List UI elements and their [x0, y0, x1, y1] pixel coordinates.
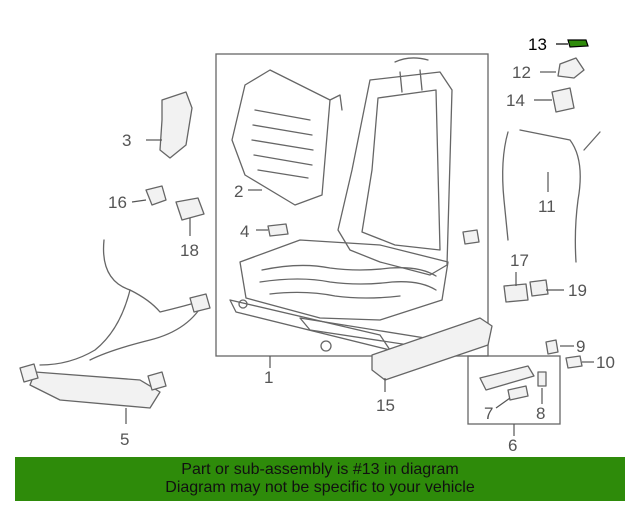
harness-connector-2 — [147, 371, 167, 391]
seatback-inner — [361, 89, 441, 251]
callout-19: 19 — [568, 281, 587, 300]
part-8-screw — [537, 371, 547, 387]
recliner-handle — [479, 365, 535, 391]
callout-5: 5 — [120, 430, 129, 449]
part-2-lumbar-support[interactable] — [231, 69, 331, 206]
banner-line-1: Part or sub-assembly is #13 in diagram — [181, 461, 459, 478]
frame-bracket — [462, 229, 480, 245]
callout-17: 17 — [510, 251, 529, 270]
part-13-highlighted[interactable] — [567, 39, 589, 48]
part-18-bracket[interactable] — [175, 197, 205, 221]
leader-16 — [131, 199, 147, 203]
callout-10: 10 — [596, 353, 615, 372]
callout-11: 11 — [538, 197, 556, 216]
banner-line-2: Diagram may not be specific to your vehi… — [165, 479, 475, 496]
part-6-handle-group[interactable] — [467, 355, 561, 425]
cushion-spring-1 — [261, 264, 437, 277]
seatback-frame — [337, 71, 453, 276]
part-7-handle-cover — [507, 385, 529, 401]
cushion-frame — [239, 239, 449, 321]
callout-7: 7 — [484, 404, 493, 423]
part-1-seat-frame[interactable] — [215, 53, 489, 357]
callout-8: 8 — [536, 404, 545, 423]
callout-2: 2 — [234, 182, 243, 201]
part-16-cap[interactable] — [145, 185, 167, 206]
rail-bolt — [320, 340, 332, 352]
harness-connector-1 — [19, 363, 39, 383]
part-5-wire-harness[interactable] — [19, 239, 211, 409]
cable-left — [502, 131, 509, 241]
part-4-clip[interactable] — [267, 223, 289, 237]
part-1-group-box — [215, 53, 489, 357]
harness-branch — [39, 289, 131, 366]
slide-rail-left — [229, 299, 391, 351]
headrest-guides — [394, 57, 429, 93]
callout-3: 3 — [122, 131, 131, 150]
callout-4: 4 — [240, 222, 249, 241]
part-9-clip[interactable] — [545, 339, 559, 355]
leader-7 — [495, 397, 511, 409]
part-19-cover[interactable] — [529, 279, 549, 297]
part-12-knob[interactable] — [557, 57, 585, 79]
part-14-bracket[interactable] — [551, 87, 575, 113]
part-10-clip[interactable] — [565, 355, 583, 369]
harness-connector-3 — [189, 293, 211, 313]
callout-16: 16 — [108, 193, 127, 212]
part-3-side-cover[interactable] — [159, 91, 193, 159]
cable-end — [583, 131, 601, 151]
harness-upper — [102, 239, 206, 313]
callout-13: 13 — [528, 35, 547, 54]
callout-15: 15 — [376, 396, 395, 415]
lumbar-slats — [251, 109, 314, 179]
callout-14: 14 — [506, 91, 525, 110]
rail-bolt-2 — [238, 299, 248, 309]
callout-18: 18 — [180, 241, 199, 260]
callout-6: 6 — [508, 436, 517, 455]
harness-lower — [89, 299, 206, 361]
lumbar-wire — [329, 94, 343, 111]
part-15-track-cover[interactable] — [371, 317, 493, 381]
info-banner: Part or sub-assembly is #13 in diagram D… — [15, 457, 625, 501]
part-17-cover[interactable] — [503, 283, 529, 303]
cable-right — [519, 129, 581, 263]
part-11-cable[interactable] — [502, 129, 601, 263]
callout-9: 9 — [576, 337, 585, 356]
harness-tray — [29, 371, 161, 409]
cushion-spring-2 — [259, 278, 437, 291]
callout-1: 1 — [264, 368, 273, 387]
cushion-spring-3 — [269, 291, 401, 299]
callout-12: 12 — [512, 63, 531, 82]
